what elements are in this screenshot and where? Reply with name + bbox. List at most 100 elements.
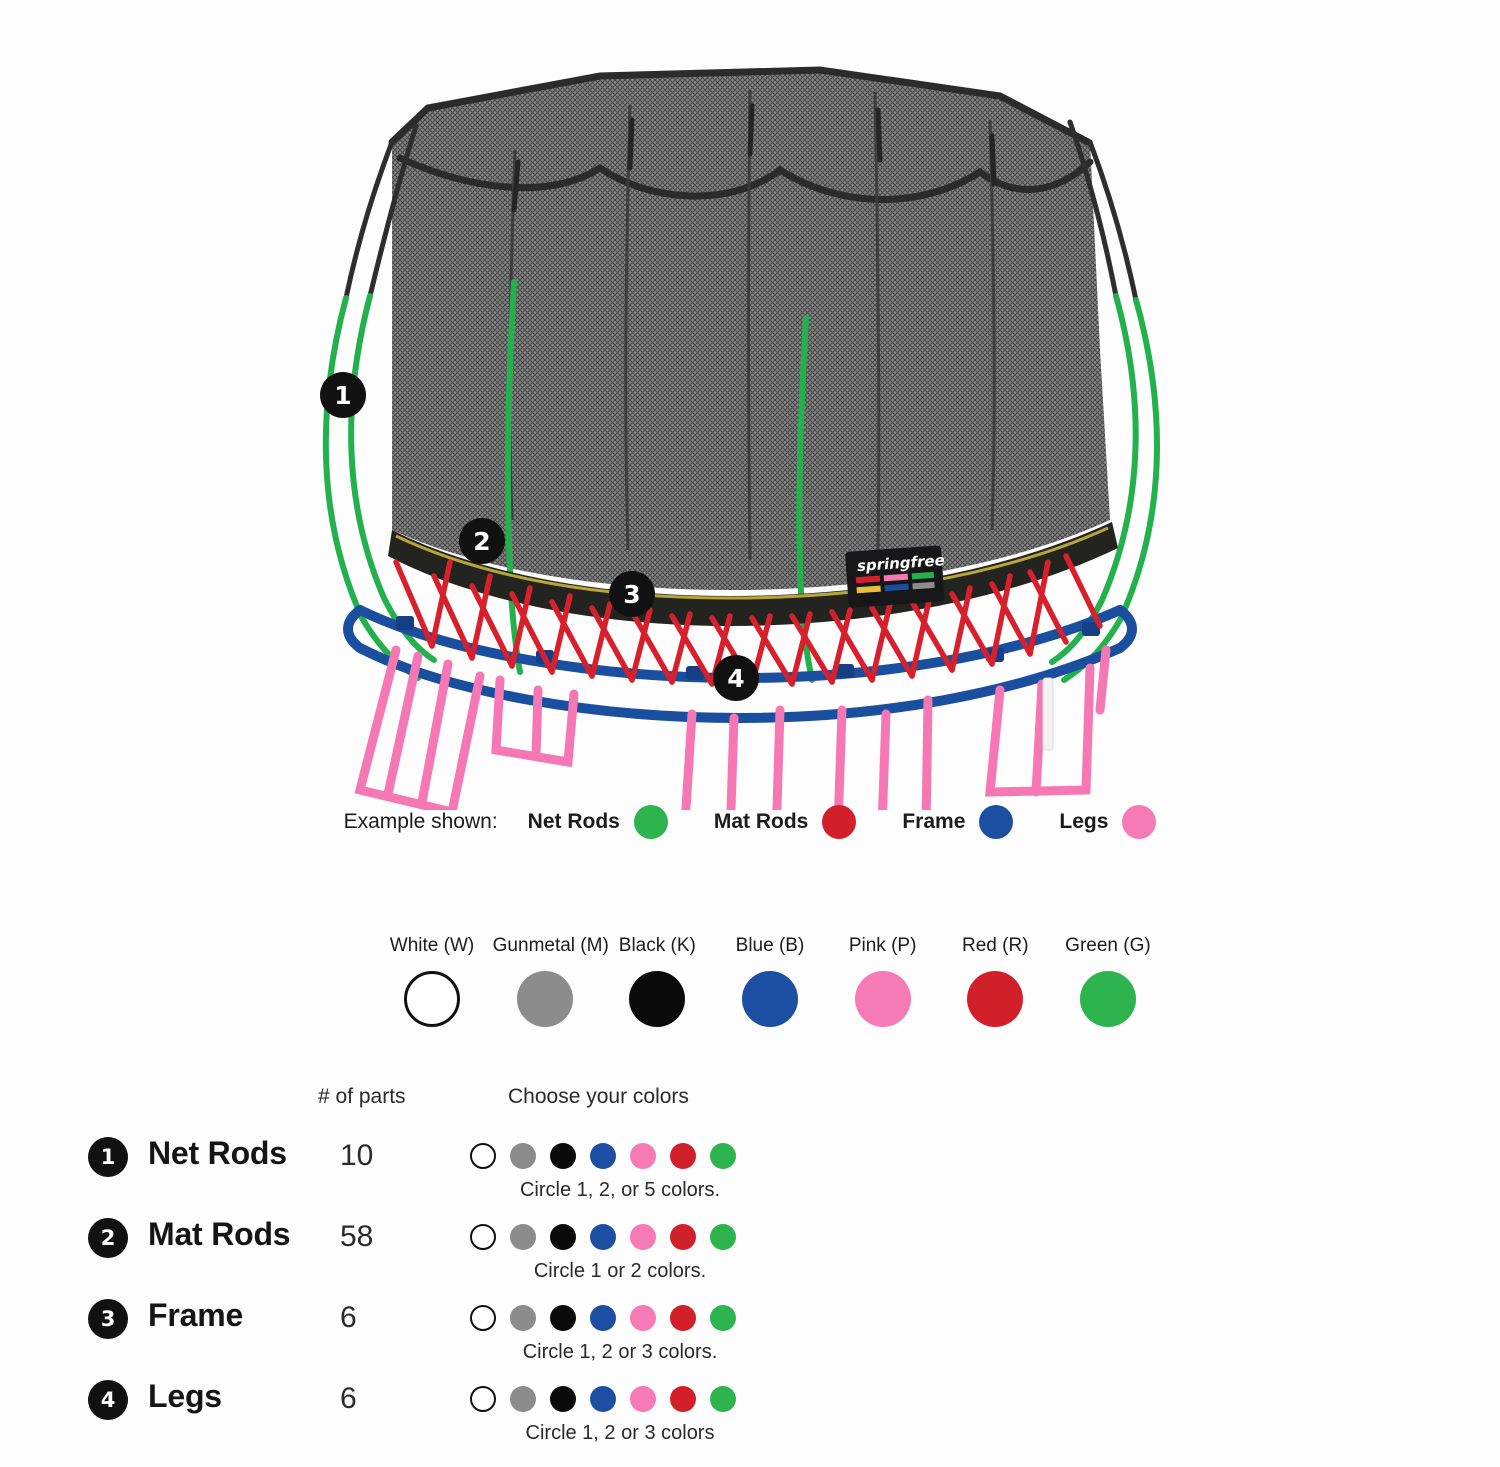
row-count-net-rods: 10	[340, 1139, 374, 1172]
swatch-gunmetal-mat-rods[interactable]	[510, 1224, 536, 1250]
swatch-red-legs[interactable]	[670, 1386, 696, 1412]
table-row: 1 Net Rods 10 Circle 1, 2, or 5 colors.	[0, 1127, 1500, 1208]
color-key-label-blue: Blue (B)	[735, 935, 805, 956]
example-dot-legs	[1122, 805, 1157, 839]
callout-badge-net-rods: 1	[320, 372, 366, 418]
row-note-legs: Circle 1, 2 or 3 colors	[525, 1422, 715, 1444]
example-label-net-rods: Net Rods	[527, 810, 620, 833]
color-key-dot-black	[629, 971, 686, 1027]
swatch-blue-net-rods[interactable]	[590, 1143, 616, 1169]
color-key-label-pink: Pink (P)	[848, 935, 917, 956]
swatch-white-net-rods[interactable]	[470, 1143, 496, 1169]
color-key-red: Red (R)	[943, 935, 1047, 1027]
row-count-mat-rods: 58	[340, 1220, 374, 1253]
example-shown-label: Example shown:	[343, 810, 498, 833]
row-note-frame: Circle 1, 2 or 3 colors.	[522, 1341, 718, 1363]
swatch-gunmetal-legs[interactable]	[510, 1386, 536, 1412]
example-item-frame: Frame	[902, 805, 1014, 839]
example-dot-mat-rods	[822, 805, 857, 839]
swatch-gunmetal-frame[interactable]	[510, 1305, 536, 1331]
swatch-black-frame[interactable]	[550, 1305, 576, 1331]
swatch-black-net-rods[interactable]	[550, 1143, 576, 1169]
color-key-black: Black (K)	[605, 935, 709, 1027]
net-top-rim	[388, 66, 1094, 203]
swatch-green-legs[interactable]	[710, 1386, 736, 1412]
mat-rods-red	[393, 553, 1103, 687]
callout-badge-legs: 4	[713, 655, 759, 701]
swatch-black-legs[interactable]	[550, 1386, 576, 1412]
color-key-dot-gunmetal	[516, 971, 573, 1027]
net-rod-upper-segments	[343, 119, 1139, 303]
example-item-net-rods: Net Rods	[528, 805, 668, 839]
color-key-legend: White (W) Gunmetal (M) Black (K) Blue (B…	[380, 935, 1160, 1027]
color-key-blue: Blue (B)	[718, 935, 822, 1027]
color-key-label-white: White (W)	[389, 935, 475, 956]
row-swatches-legs	[470, 1386, 736, 1412]
example-dot-net-rods	[633, 805, 668, 839]
color-key-label-red: Red (R)	[962, 935, 1029, 956]
row-name-mat-rods: Mat Rods	[148, 1216, 291, 1252]
example-shown-legend: Example shown: Net Rods Mat Rods Frame L…	[0, 805, 1500, 839]
callout-badge-mat-rods: 2	[459, 518, 505, 564]
color-key-pink: Pink (P)	[831, 935, 935, 1027]
trampoline-illustration: springfree 1 2 3 4	[300, 50, 1200, 810]
color-key-label-gunmetal: Gunmetal (M)	[492, 935, 609, 956]
swatch-red-net-rods[interactable]	[670, 1143, 696, 1169]
swatch-pink-net-rods[interactable]	[630, 1143, 656, 1169]
table-header-parts: # of parts	[318, 1085, 406, 1108]
color-key-dot-pink	[854, 971, 911, 1027]
color-key-dot-white	[404, 971, 460, 1027]
swatch-green-mat-rods[interactable]	[710, 1224, 736, 1250]
example-item-mat-rods: Mat Rods	[714, 805, 857, 839]
color-key-white: White (W)	[380, 935, 484, 1027]
swatch-white-mat-rods[interactable]	[470, 1224, 496, 1250]
row-count-legs: 6	[340, 1382, 357, 1415]
table-row: 2 Mat Rods 58 Circle 1 or 2 colors.	[0, 1208, 1500, 1289]
color-key-label-black: Black (K)	[618, 935, 696, 956]
row-name-frame: Frame	[148, 1297, 244, 1333]
row-swatches-mat-rods	[470, 1224, 736, 1250]
color-key-label-green: Green (G)	[1065, 935, 1151, 956]
legs-pink	[354, 645, 1111, 810]
row-count-frame: 6	[340, 1301, 357, 1334]
swatch-black-mat-rods[interactable]	[550, 1224, 576, 1250]
example-item-legs: Legs	[1059, 805, 1157, 839]
parts-selection-table: # of parts Choose your colors 1 Net Rods…	[0, 1085, 1500, 1451]
swatch-red-mat-rods[interactable]	[670, 1224, 696, 1250]
example-label-frame: Frame	[902, 810, 966, 833]
swatch-red-frame[interactable]	[670, 1305, 696, 1331]
example-label-mat-rods: Mat Rods	[713, 810, 809, 833]
row-badge-mat-rods: 2	[88, 1218, 128, 1258]
row-note-mat-rods: Circle 1 or 2 colors.	[533, 1260, 707, 1282]
row-badge-legs: 4	[88, 1380, 128, 1420]
swatch-blue-mat-rods[interactable]	[590, 1224, 616, 1250]
swatch-green-net-rods[interactable]	[710, 1143, 736, 1169]
color-key-dot-blue	[741, 971, 798, 1027]
row-name-legs: Legs	[148, 1378, 222, 1414]
swatch-white-legs[interactable]	[470, 1386, 496, 1412]
row-note-net-rods: Circle 1, 2, or 5 colors.	[519, 1179, 721, 1201]
row-swatches-net-rods	[470, 1143, 736, 1169]
row-badge-net-rods: 1	[88, 1137, 128, 1177]
example-dot-frame	[979, 805, 1014, 839]
callout-badge-frame: 3	[609, 571, 655, 617]
swatch-pink-mat-rods[interactable]	[630, 1224, 656, 1250]
swatch-pink-legs[interactable]	[630, 1386, 656, 1412]
color-key-gunmetal: Gunmetal (M)	[492, 935, 609, 1027]
swatch-white-frame[interactable]	[470, 1305, 496, 1331]
swatch-green-frame[interactable]	[710, 1305, 736, 1331]
row-badge-frame: 3	[88, 1299, 128, 1339]
example-label-legs: Legs	[1059, 810, 1109, 833]
swatch-gunmetal-net-rods[interactable]	[510, 1143, 536, 1169]
table-header-colors: Choose your colors	[508, 1085, 689, 1108]
color-key-dot-red	[967, 971, 1024, 1027]
row-name-net-rods: Net Rods	[148, 1135, 287, 1171]
swatch-blue-frame[interactable]	[590, 1305, 616, 1331]
swatch-pink-frame[interactable]	[630, 1305, 656, 1331]
table-row: 4 Legs 6 Circle 1, 2 or 3 colors	[0, 1370, 1500, 1451]
swatch-blue-legs[interactable]	[590, 1386, 616, 1412]
row-swatches-frame	[470, 1305, 736, 1331]
springfree-brand-label: springfree	[845, 545, 945, 608]
color-key-green: Green (G)	[1056, 935, 1160, 1027]
